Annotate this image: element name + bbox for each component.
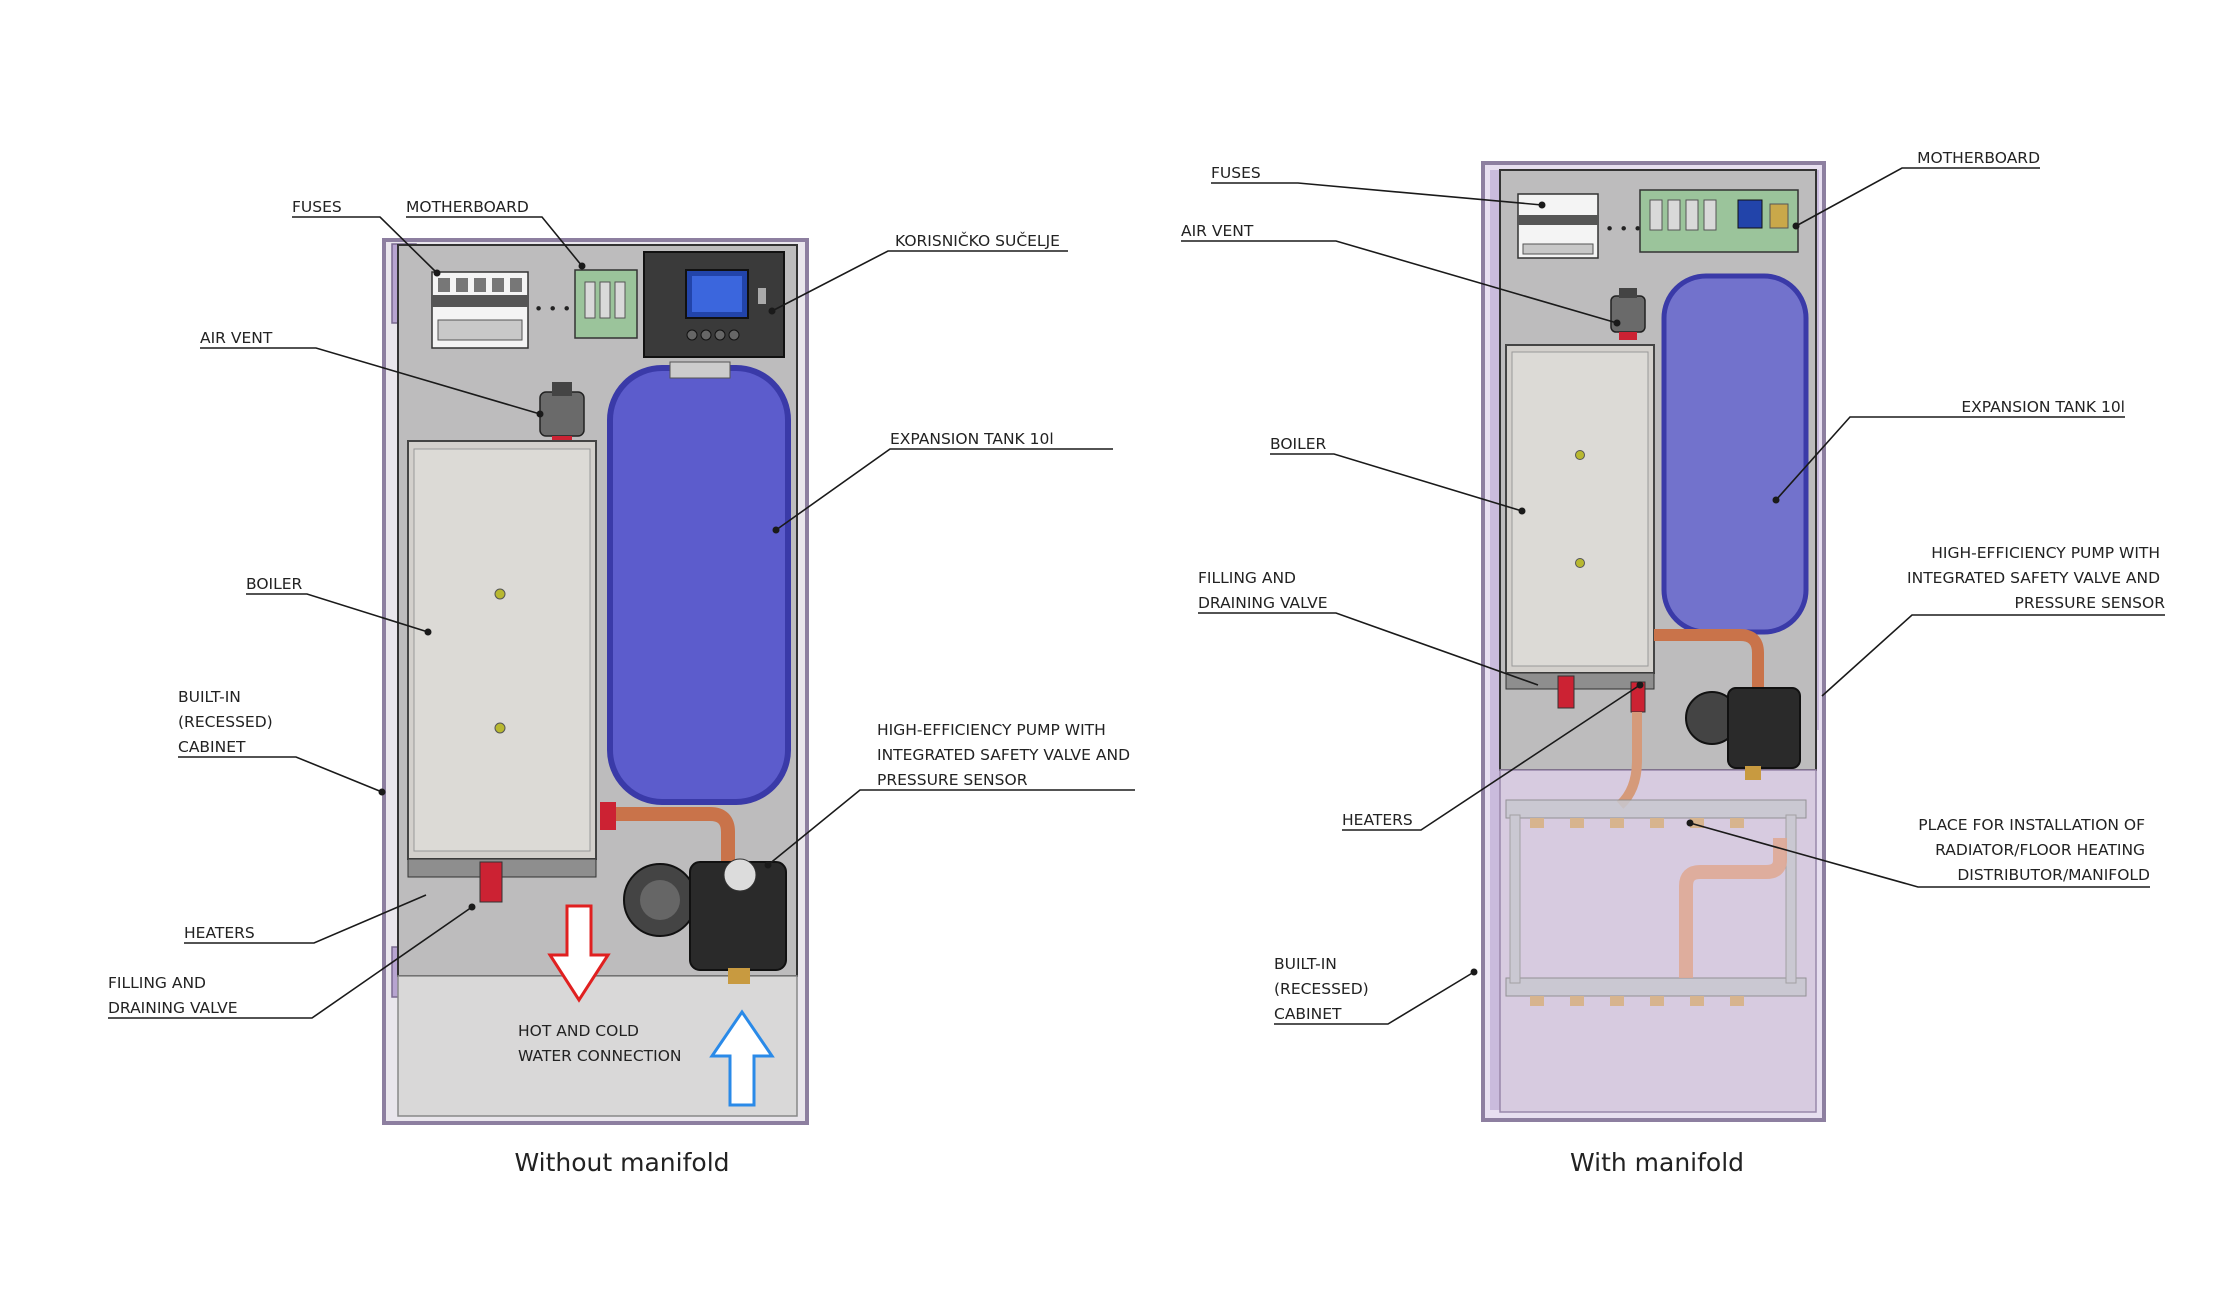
right-copper-pipe — [1654, 629, 1764, 690]
svg-text:• • •: • • • — [534, 300, 571, 318]
caption-with-manifold: With manifold — [1570, 1148, 1744, 1177]
right-label-filling-valve: FILLING AND DRAINING VALVE — [1198, 569, 1328, 612]
left-user-interface — [643, 251, 785, 358]
left-motherboard — [574, 269, 638, 339]
left-label-motherboard: MOTHERBOARD — [406, 198, 529, 216]
right-boiler — [1505, 344, 1655, 674]
right-label-pump: HIGH-EFFICIENCY PUMP WITH INTEGRATED SAF… — [1907, 544, 2165, 612]
label-water-connection: HOT AND COLD WATER CONNECTION — [518, 1022, 682, 1065]
right-expansion-tank — [1661, 273, 1809, 635]
left-label-fuses: FUSES — [292, 198, 342, 216]
right-label-heaters: HEATERS — [1342, 811, 1413, 829]
unit-without-manifold: • • • — [108, 198, 1135, 1177]
left-label-air-vent: AIR VENT — [200, 329, 273, 347]
right-label-expansion-tank: EXPANSION TANK 10l — [1961, 398, 2125, 416]
left-label-filling-valve: FILLING AND DRAINING VALVE — [108, 974, 238, 1017]
right-air-vent — [1610, 288, 1646, 340]
right-label-motherboard: MOTHERBOARD — [1917, 149, 2040, 167]
left-label-cabinet: BUILT-IN (RECESSED) CABINET — [178, 688, 278, 756]
right-label-boiler: BOILER — [1270, 435, 1327, 453]
right-label-air-vent: AIR VENT — [1181, 222, 1254, 240]
right-label-manifold: PLACE FOR INSTALLATION OF RADIATOR/FLOOR… — [1918, 816, 2150, 884]
left-fuses: • • • — [431, 271, 571, 349]
left-heaters — [407, 858, 597, 903]
left-air-vent — [539, 382, 585, 446]
left-boiler — [407, 440, 597, 860]
left-leader-lines — [108, 216, 1135, 1019]
left-label-boiler: BOILER — [246, 575, 303, 593]
hot-water-arrow — [547, 904, 611, 1003]
right-label-fuses: FUSES — [1211, 164, 1261, 182]
right-motherboard — [1639, 189, 1799, 253]
right-leader-lines — [1181, 167, 2165, 1025]
cold-water-arrow — [709, 1009, 775, 1107]
right-pump — [1685, 687, 1801, 780]
left-label-expansion-tank: EXPANSION TANK 10l — [890, 430, 1054, 448]
right-manifold — [1505, 799, 1807, 1006]
left-label-heaters: HEATERS — [184, 924, 255, 942]
left-label-user-interface: KORISNIČKO SUČELJE — [895, 231, 1060, 250]
left-label-pump: HIGH-EFFICIENCY PUMP WITH INTEGRATED SAF… — [877, 721, 1135, 789]
svg-text:• • •: • • • — [1605, 220, 1642, 238]
caption-without-manifold: Without manifold — [514, 1148, 729, 1177]
unit-with-manifold: • • • — [1181, 149, 2165, 1177]
right-label-cabinet: BUILT-IN (RECESSED) CABINET — [1274, 955, 1374, 1023]
left-copper-pipe — [612, 807, 735, 870]
left-pump — [623, 858, 787, 984]
left-expansion-tank — [607, 361, 791, 805]
